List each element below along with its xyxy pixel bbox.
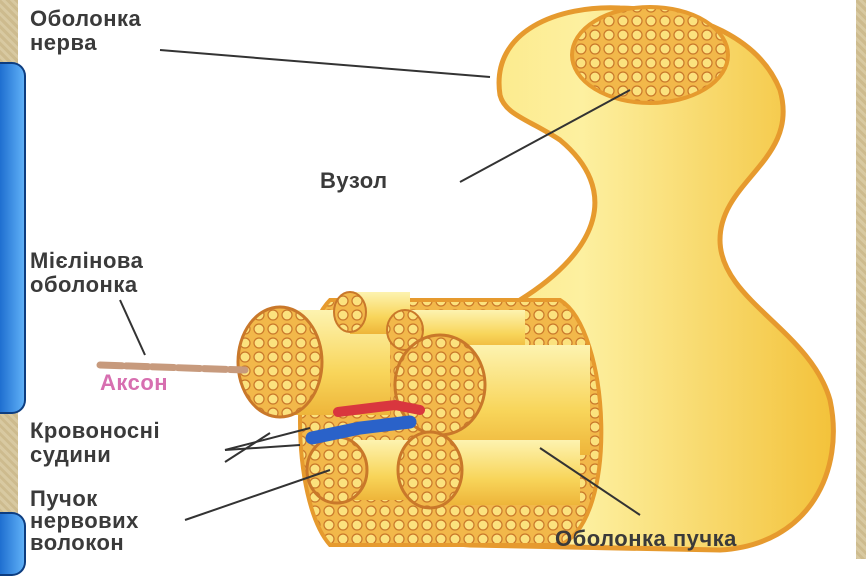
label-nerve-sheath-1: Оболонка: [30, 8, 141, 30]
label-fiber-bundle-2: нервових: [30, 510, 139, 532]
label-fiber-bundle-1: Пучок: [30, 488, 98, 510]
label-nerve-sheath-2: нерва: [30, 32, 97, 54]
label-myelin-sheath-2: оболонка: [30, 274, 138, 296]
label-axon: Аксон: [100, 372, 168, 394]
label-myelin-sheath-1: Мієлінова: [30, 250, 143, 272]
label-fiber-bundle-3: волокон: [30, 532, 124, 554]
label-bundle-sheath: Оболонка пучка: [555, 528, 737, 550]
label-blood-vessels-1: Кровоносні: [30, 420, 160, 442]
nerve-cross-section: [572, 7, 728, 103]
label-node: Вузол: [320, 170, 388, 192]
artery: [338, 405, 420, 412]
label-blood-vessels-2: судини: [30, 444, 111, 466]
